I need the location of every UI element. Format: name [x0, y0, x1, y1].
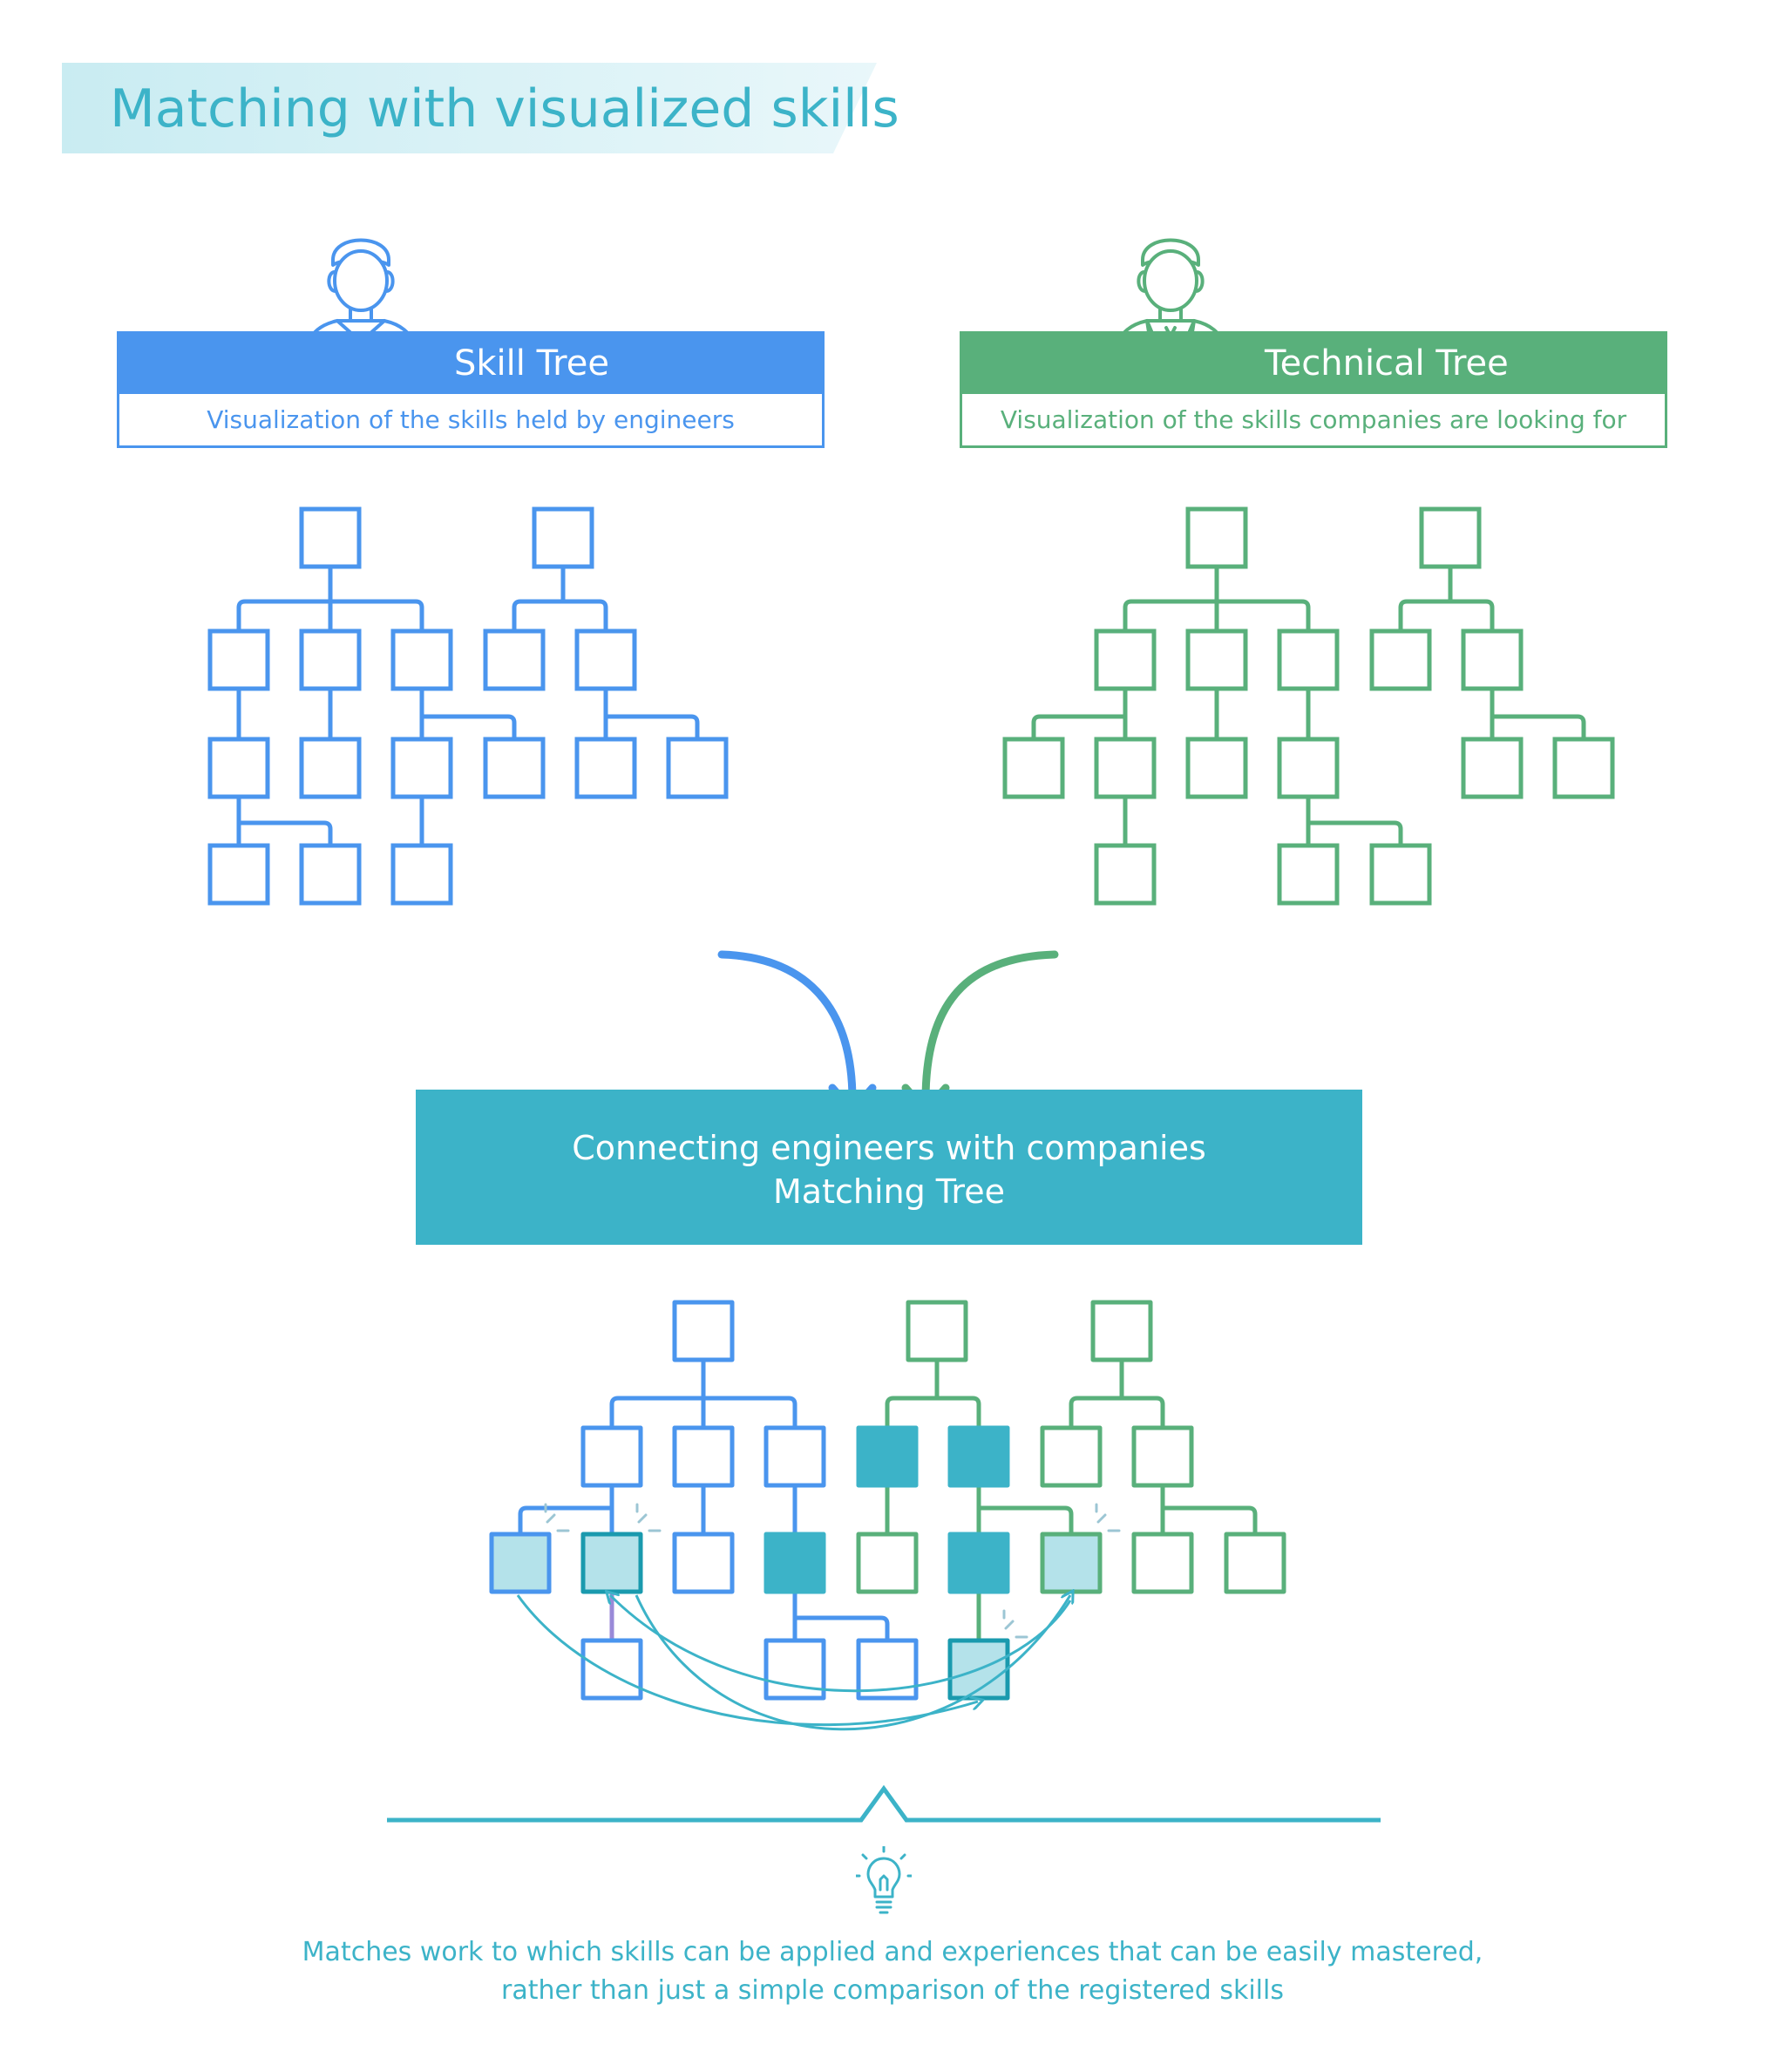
engineer-node [580, 1638, 643, 1701]
skill-tree-subtitle: Visualization of the skills held by engi… [207, 405, 735, 434]
company-node [1131, 1425, 1194, 1488]
company-node [1040, 1425, 1103, 1488]
technical-tree-label: Technical Tree [1265, 343, 1509, 384]
company-node [856, 1532, 919, 1594]
blue-merge-arrow [717, 950, 857, 1104]
skill-tree-description: Visualization of the skills held by engi… [117, 394, 825, 448]
skill-node [207, 628, 270, 691]
skill-node [207, 737, 270, 799]
technical-tree-nodes [1002, 506, 1615, 906]
partial-node [580, 1532, 643, 1594]
matching-tree-diagram [489, 1300, 1286, 1731]
matching-green-connectors [885, 1360, 1258, 1639]
technical-node [1185, 628, 1248, 691]
skill-tree-card: Skill Tree Visualization of the skills h… [117, 331, 825, 448]
footer-line2: rather than just a simple comparison of … [501, 1975, 1284, 2006]
technical-tree-subtitle: Visualization of the skills companies ar… [1000, 405, 1627, 434]
technical-node [1185, 737, 1248, 799]
engineer-node [672, 1532, 735, 1594]
company-node [906, 1300, 968, 1362]
title-banner-shape [62, 63, 877, 153]
matching-arcs [516, 1594, 1072, 1731]
technical-node [1094, 628, 1157, 691]
technical-node [1002, 737, 1065, 799]
engineer-node [764, 1638, 826, 1701]
matching-line1: Connecting engineers with companies [572, 1129, 1206, 1167]
technical-node [1461, 628, 1524, 691]
skill-tree-label: Skill Tree [454, 343, 609, 384]
technical-node [1094, 737, 1157, 799]
skill-node [532, 506, 594, 569]
skill-node [299, 506, 362, 569]
company-node [1131, 1532, 1194, 1594]
matching-matched-nodes [764, 1425, 1010, 1594]
arc-partial-to-green [635, 1595, 1070, 1731]
engineer-node [672, 1425, 735, 1488]
technical-node [1185, 506, 1248, 569]
matched-node [947, 1425, 1010, 1488]
engineer-node [672, 1300, 735, 1362]
technical-node [1552, 737, 1615, 799]
skill-node [207, 843, 270, 906]
merge-arrows [717, 950, 1059, 1115]
technical-node [1277, 843, 1340, 906]
skill-node [483, 628, 546, 691]
green-merge-arrow [921, 950, 1059, 1104]
footer-note: Matches work to which skills can be appl… [0, 1933, 1785, 2010]
technical-tree-diagram [1002, 506, 1615, 906]
matched-node [947, 1532, 1010, 1594]
technical-tree-connectors [1031, 567, 1586, 844]
skill-tree-header: Skill Tree [117, 331, 825, 394]
matching-green-nodes [856, 1300, 1286, 1594]
page-title: Matching with visualized skills [110, 78, 899, 139]
partial-node [489, 1532, 552, 1594]
technical-tree-header: Technical Tree [960, 331, 1667, 394]
skill-node [574, 628, 637, 691]
matching-line2: Matching Tree [773, 1172, 1005, 1211]
skill-node [390, 628, 453, 691]
matching-tree-box: Connecting engineers with companies Matc… [416, 1090, 1362, 1245]
engineer-node [580, 1425, 643, 1488]
matched-node [764, 1532, 826, 1594]
skill-tree-diagram [207, 506, 729, 906]
skill-node [299, 628, 362, 691]
company-node [1224, 1532, 1286, 1594]
skill-node [390, 737, 453, 799]
technical-node [1277, 628, 1340, 691]
skill-node [574, 737, 637, 799]
technical-node [1277, 737, 1340, 799]
footer-divider [387, 1784, 1381, 1823]
technical-node [1369, 628, 1432, 691]
arc-partial-to-deep [516, 1594, 978, 1727]
matched-node [856, 1425, 919, 1488]
skill-node [299, 737, 362, 799]
skill-node [299, 843, 362, 906]
skill-node [483, 737, 546, 799]
arc-green-to-blue [610, 1595, 1072, 1693]
matching-blue-connectors [518, 1360, 890, 1639]
partial-node [1040, 1532, 1103, 1594]
technical-node [1369, 843, 1432, 906]
skill-tree-connectors [236, 567, 700, 844]
skill-tree-nodes [207, 506, 729, 906]
skill-node [666, 737, 729, 799]
matching-blue-nodes [580, 1300, 919, 1701]
technical-node [1461, 737, 1524, 799]
lightbulb-icon [856, 1846, 912, 1914]
technical-node [1419, 506, 1482, 569]
technical-tree-card: Technical Tree Visualization of the skil… [960, 331, 1667, 448]
technical-node [1094, 843, 1157, 906]
footer-line1: Matches work to which skills can be appl… [302, 1937, 1483, 1967]
technical-tree-description: Visualization of the skills companies ar… [960, 394, 1667, 448]
engineer-node [764, 1425, 826, 1488]
sparkle-marks [544, 1503, 1121, 1639]
skill-node [390, 843, 453, 906]
matching-partial-nodes [489, 1532, 1103, 1701]
company-node [1090, 1300, 1153, 1362]
